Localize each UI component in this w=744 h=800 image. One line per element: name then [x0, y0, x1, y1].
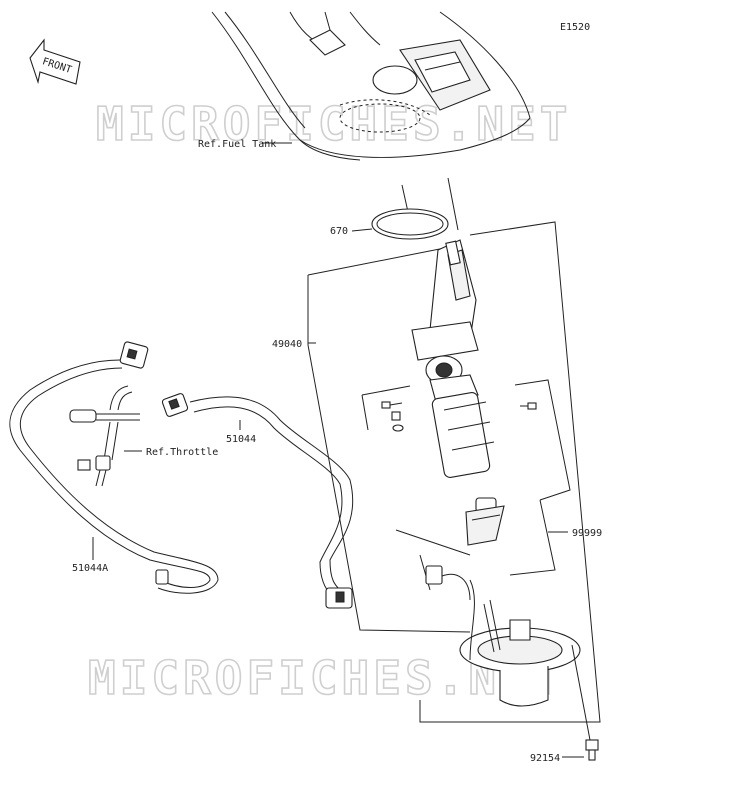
- gasket-leader: [351, 228, 373, 232]
- hose-51044-label: 51044: [226, 434, 256, 445]
- bolt-92154: [571, 644, 599, 761]
- fuel-tank-label: Ref.Fuel Tank: [198, 139, 276, 150]
- bolt-label: 92154: [530, 753, 560, 764]
- hose-51044a: [9, 341, 219, 594]
- kit-label: 99999: [572, 528, 602, 539]
- fuel-tank-outline: [211, 11, 531, 231]
- front-arrow-icon: FRONT: [29, 38, 81, 85]
- pump-flange: [425, 565, 581, 707]
- fuel-pump-label: 49040: [272, 339, 302, 350]
- hose-51044a-label: 51044A: [72, 563, 108, 574]
- hose-51044: [161, 393, 354, 609]
- diagram-id: E1520: [560, 22, 590, 33]
- gasket-label: 670: [330, 226, 348, 237]
- watermark-top: MICROFICHES.NET: [96, 97, 571, 151]
- small-fasteners: [381, 401, 537, 432]
- throttle-label: Ref.Throttle: [146, 447, 218, 458]
- fuel-pump-assembly: [411, 239, 505, 546]
- assembly-bracket-lines: [307, 221, 601, 723]
- gasket-ring: [371, 208, 449, 240]
